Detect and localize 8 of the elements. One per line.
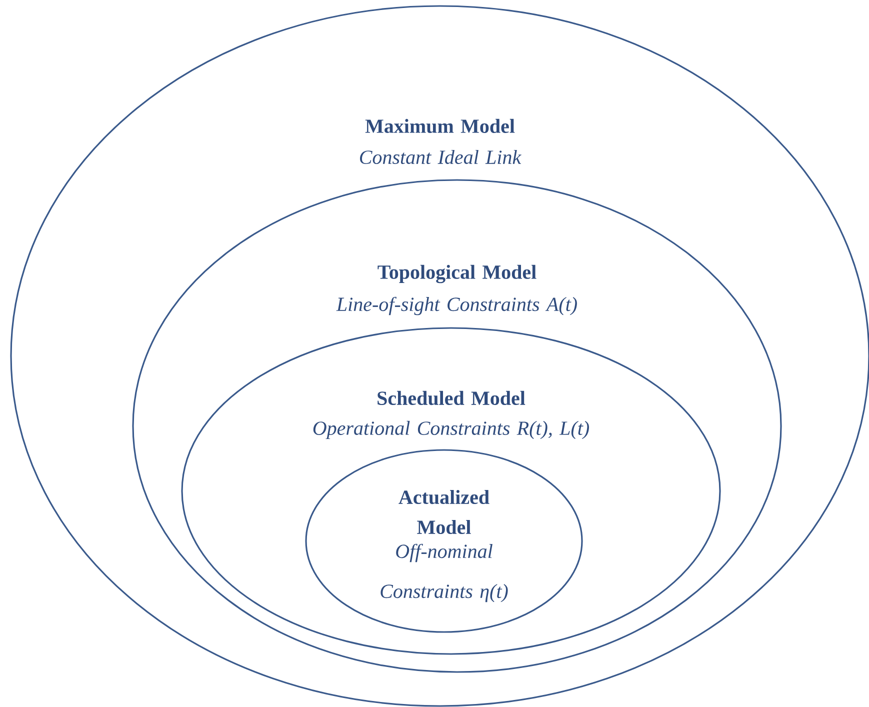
subtitle: Line-of-sight Constraints A(t) (336, 296, 577, 316)
title: Topological Model (378, 264, 536, 284)
subtitle: Off-nominal Constraints η(t) (380, 544, 508, 602)
title: Maximum Model (365, 118, 515, 134)
title: Actualized Model (398, 490, 490, 534)
title: Scheduled Model (378, 390, 526, 406)
subtitle: Constant Ideal Link (360, 150, 522, 164)
subtitle: Operational Constraints R(t), L(t) (313, 420, 589, 440)
